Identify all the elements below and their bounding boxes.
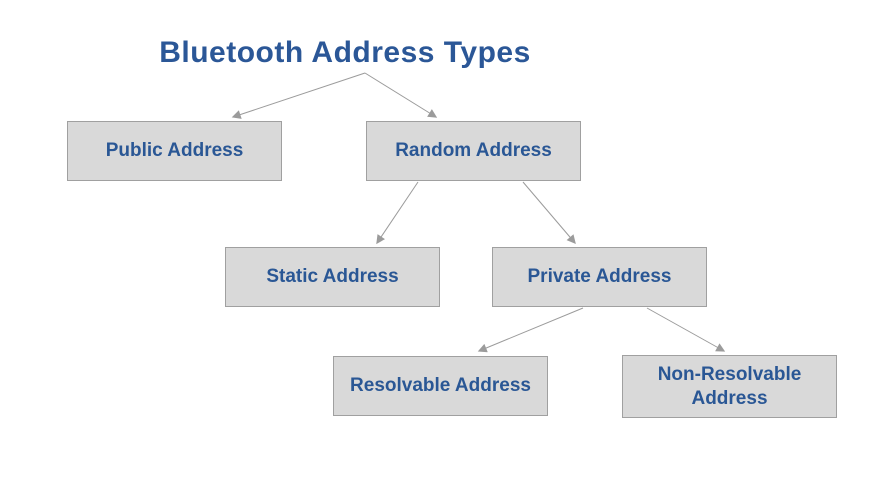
node-random-address: Random Address: [366, 121, 581, 181]
node-random-address-label: Random Address: [395, 140, 552, 162]
edge-random-private: [522, 181, 576, 245]
node-resolvable-address: Resolvable Address: [333, 356, 548, 416]
node-private-address-label: Private Address: [527, 266, 672, 288]
edge-title-random: [364, 72, 438, 118]
node-public-address: Public Address: [67, 121, 282, 181]
diagram-title: Bluetooth Address Types: [159, 36, 531, 69]
node-resolvable-address-label: Resolvable Address: [350, 375, 531, 397]
node-private-address: Private Address: [492, 247, 707, 307]
edge-private-resolvable: [477, 307, 584, 353]
edge-private-non-resolvable: [646, 307, 726, 352]
edge-title-public: [231, 72, 366, 119]
node-non-resolvable-address: Non-Resolvable Address: [622, 355, 837, 418]
edge-random-static: [376, 181, 419, 245]
node-static-address-label: Static Address: [266, 266, 399, 288]
node-static-address: Static Address: [225, 247, 440, 307]
node-non-resolvable-address-label: Non-Resolvable Address: [657, 363, 802, 409]
node-public-address-label: Public Address: [105, 140, 244, 162]
